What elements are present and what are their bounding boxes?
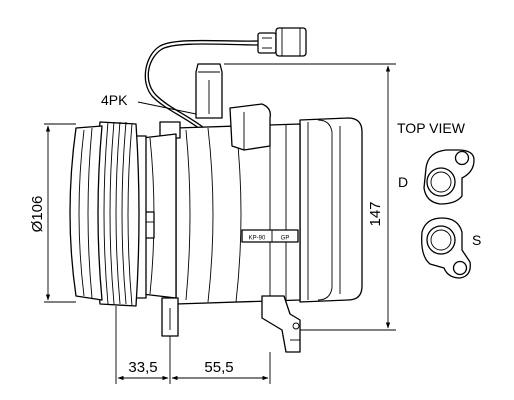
height-dimension: 147 [224,63,396,331]
height-label: 147 [367,201,384,226]
electrical-connector [144,27,307,134]
name-plate: KP-90 GP [241,229,299,243]
belt-leader-line [137,101,197,115]
suction-port-label: S [472,232,481,248]
top-view-title: TOP VIEW [397,120,466,136]
mount-offset-label: 55,5 [204,359,233,376]
compressor-body [159,103,301,353]
pulley-offset-label: 33,5 [128,359,157,376]
plate-left-text: KP-90 [249,236,266,242]
discharge-port-label: D [398,174,408,190]
suction-port [421,217,471,279]
diameter-dimension: Ø106 [29,123,76,303]
discharge-port [423,149,475,205]
diameter-label: Ø106 [29,196,46,233]
plate-right-text: GP [281,236,290,242]
bottom-dimensions: 33,5 55,5 [115,306,271,384]
pulley [69,121,140,307]
belt-label: 4PK [101,92,128,108]
rear-housing [299,117,363,303]
top-fitting [195,63,223,119]
clutch-hub [135,133,177,299]
